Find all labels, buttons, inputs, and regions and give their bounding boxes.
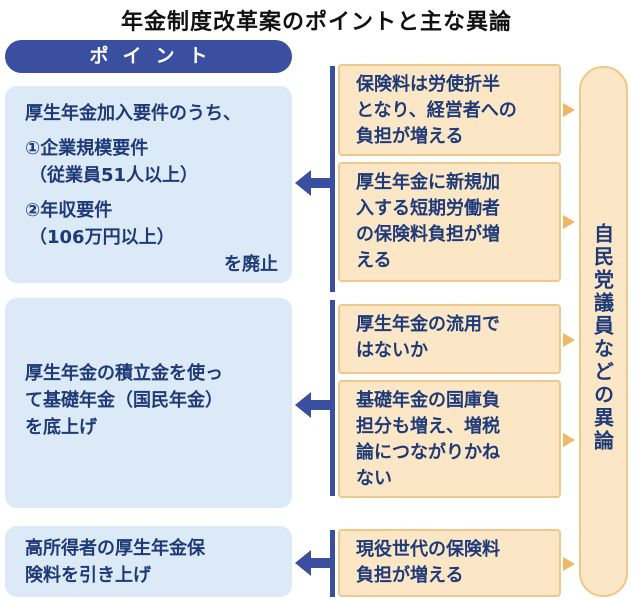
point-box-1: 厚生年金加入要件のうち、 ①企業規模要件 （従業員51人以上） ②年収要件 （1… bbox=[5, 86, 292, 283]
objection-2-line: の保険料負担が増 bbox=[356, 224, 500, 245]
objection-box-2: 厚生年金に新規加 入する短期労働者 の保険料負担が増 える bbox=[338, 162, 561, 282]
side-label-box: 自民党議員などの異論 bbox=[579, 66, 628, 597]
point-1-line: ①企業規模要件 bbox=[25, 138, 149, 159]
objection-box-5: 現役世代の保険料 負担が増える bbox=[338, 529, 561, 597]
right-triangle-icon bbox=[563, 215, 575, 229]
right-triangle-icon bbox=[563, 557, 575, 571]
point-2-line: 厚生年金の積立金を使っ bbox=[25, 363, 223, 384]
objection-5-line: 現役世代の保険料 bbox=[356, 539, 500, 560]
objection-1-line: となり、経営者への bbox=[356, 100, 517, 121]
point-1-line: （106万円以上） bbox=[29, 227, 175, 248]
right-triangle-icon bbox=[563, 103, 575, 117]
right-triangle-icon bbox=[563, 333, 575, 347]
point-2-text: 厚生年金の積立金を使っ て基礎年金（国民年金） を底上げ bbox=[25, 360, 278, 441]
point-1-line: を廃止 bbox=[224, 254, 278, 275]
right-triangle-icon bbox=[563, 433, 575, 447]
point-box-3: 高所得者の厚生年金保 険料を引き上げ bbox=[5, 526, 292, 597]
objection-2-line: 厚生年金に新規加 bbox=[356, 172, 500, 193]
point-1-text: 厚生年金加入要件のうち、 ①企業規模要件 （従業員51人以上） ②年収要件 （1… bbox=[25, 100, 278, 278]
point-header: ポイント bbox=[5, 40, 292, 73]
point-3-line: 高所得者の厚生年金保 bbox=[25, 538, 205, 559]
point-1-line: ②年収要件 bbox=[25, 200, 113, 221]
objection-box-1: 保険料は労使折半 となり、経営者への 負担が増える bbox=[338, 64, 561, 156]
left-arrow-icon bbox=[295, 170, 335, 196]
objection-4-line: 担分も増え、増税 bbox=[356, 416, 500, 437]
objection-4-line: 基礎年金の国庫負 bbox=[356, 390, 500, 411]
point-box-2: 厚生年金の積立金を使っ て基礎年金（国民年金） を底上げ bbox=[5, 298, 292, 508]
point-2-line: を底上げ bbox=[25, 417, 97, 438]
point-3-line: 険料を引き上げ bbox=[25, 565, 151, 586]
left-arrow-icon bbox=[295, 392, 335, 418]
side-label: 自民党議員などの異論 bbox=[590, 223, 615, 453]
objection-3-line: はないか bbox=[356, 340, 428, 361]
objection-box-3: 厚生年金の流用で はないか bbox=[338, 304, 561, 374]
objection-3-line: 厚生年金の流用で bbox=[356, 314, 500, 335]
page-title: 年金制度改革案のポイントと主な異論 bbox=[120, 10, 512, 35]
point-3-text: 高所得者の厚生年金保 険料を引き上げ bbox=[25, 535, 278, 589]
objection-1-line: 負担が増える bbox=[356, 126, 464, 147]
objection-5-line: 負担が増える bbox=[356, 565, 464, 586]
point-1-line: 厚生年金加入要件のうち、 bbox=[25, 103, 241, 124]
objection-2-line: 入する短期労働者 bbox=[356, 198, 500, 219]
objection-1-line: 保険料は労使折半 bbox=[356, 74, 500, 95]
connector-line-2 bbox=[330, 300, 335, 496]
point-1-line: （従業員51人以上） bbox=[29, 165, 199, 186]
left-arrow-icon bbox=[295, 550, 335, 576]
objection-4-line: 論につながりかね bbox=[356, 442, 500, 463]
objection-box-4: 基礎年金の国庫負 担分も増え、増税 論につながりかね ない bbox=[338, 380, 561, 498]
point-2-line: て基礎年金（国民年金） bbox=[25, 390, 223, 411]
objection-4-line: ない bbox=[356, 468, 392, 489]
objection-2-line: える bbox=[356, 250, 392, 271]
